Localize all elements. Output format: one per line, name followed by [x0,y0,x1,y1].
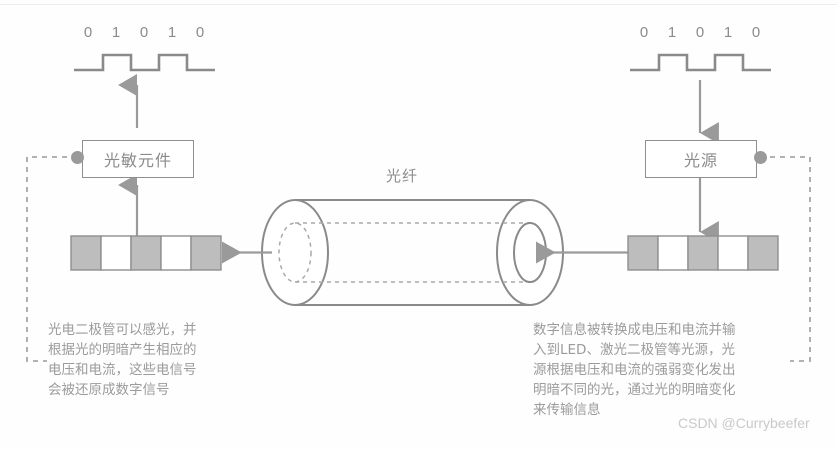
top-divider [0,4,837,5]
right-caption: 数字信息被转换成电压和电流并输 入到LED、激光二极管等光源，光 源根据电压和电… [533,322,736,418]
right-dashed-connector [760,156,811,362]
left-bit-2: 0 [139,24,149,41]
right-bit-row: 0 1 0 1 0 [630,24,770,41]
right-bit-4: 0 [751,24,761,41]
left-bit-row: 0 1 0 1 0 [74,24,214,41]
right-signal-bar [627,235,779,271]
fiber-cylinder [261,199,564,306]
photosensor-box-label: 光敏元件 [103,151,172,170]
left-bit-3: 1 [167,24,177,41]
fiber-core-left [278,222,312,283]
right-bit-2: 0 [695,24,705,41]
left-dashed-connector [26,156,77,362]
left-caption: 光电二极管可以感光，并 根据光的明暗产生相应的 电压和电流，这些电信号 会被还原… [48,322,197,398]
left-bit-1: 1 [111,24,121,41]
csdn-watermark: CSDN @Currybeefer [678,415,810,431]
lightsource-box-label: 光源 [683,151,718,170]
left-bit-0: 0 [83,24,93,41]
fiber-label: 光纤 [386,167,419,185]
photosensor-box[interactable]: 光敏元件 [82,140,194,178]
right-square-wave [630,53,771,72]
left-connector-dot [71,151,84,164]
lightsource-box[interactable]: 光源 [645,140,757,178]
right-connector-dot [754,151,767,164]
right-bit-1: 1 [667,24,677,41]
right-bit-0: 0 [639,24,649,41]
right-bit-3: 1 [723,24,733,41]
left-bit-4: 0 [195,24,205,41]
left-signal-bar [70,235,222,271]
left-square-wave [74,53,215,72]
